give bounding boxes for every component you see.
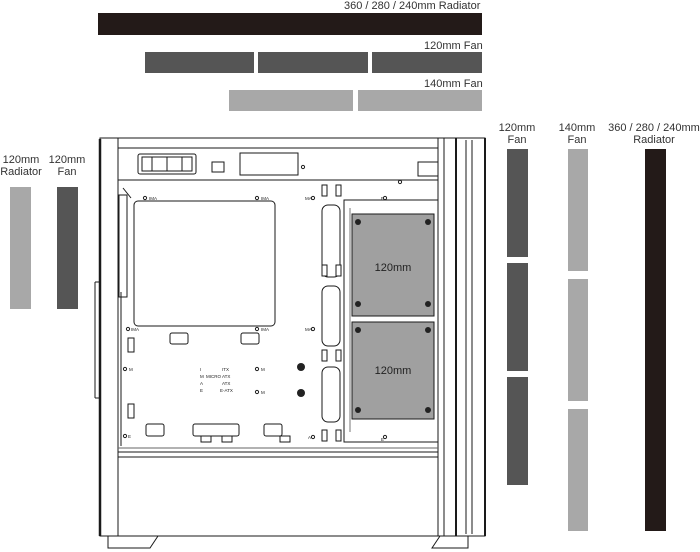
top-fan120-label: 120mm Fan bbox=[424, 40, 483, 52]
form-factor-letter: I bbox=[200, 367, 201, 372]
standoff-label: M bbox=[261, 367, 265, 372]
standoff-label: IMA bbox=[261, 196, 269, 201]
standoff-label: MA bbox=[305, 327, 312, 332]
front-fan-label-1: 120mm bbox=[375, 262, 412, 274]
form-factor-name: E-ATX bbox=[220, 388, 233, 393]
top-fan120-bar-3 bbox=[372, 52, 482, 73]
top-fan140-bar-1 bbox=[229, 90, 353, 111]
standoff-label: IMA bbox=[261, 327, 269, 332]
form-factor-name: MICRO ATX bbox=[206, 374, 230, 379]
top-fan120-bar-2 bbox=[258, 52, 368, 73]
front-fan-box-2 bbox=[351, 321, 435, 420]
form-factor-legend: I M A E ITX MICRO ATX ATX E-ATX bbox=[200, 367, 233, 393]
standoff-label: IMA bbox=[131, 327, 139, 332]
right-fan120-label-line2: Fan bbox=[507, 134, 527, 146]
left-fan-bar bbox=[57, 187, 78, 309]
standoff-label: IMA bbox=[149, 196, 157, 201]
front-fan-label-2: 120mm bbox=[375, 365, 412, 377]
standoff-label: MA bbox=[305, 196, 312, 201]
right-fan140-label-line2: Fan bbox=[567, 134, 587, 146]
top-fan140-label: 140mm Fan bbox=[424, 78, 483, 90]
left-fan-label: 120mm Fan bbox=[46, 154, 88, 178]
form-factor-letter: E bbox=[200, 388, 203, 393]
right-fan140-bar-1 bbox=[568, 149, 588, 271]
standoff-label: E bbox=[381, 437, 384, 442]
standoff-label: E bbox=[128, 434, 131, 439]
standoff-label: A bbox=[308, 435, 311, 440]
left-fan-label-line1: 120mm bbox=[48, 154, 86, 166]
left-radiator-label: 120mm Radiator bbox=[0, 154, 42, 178]
left-radiator-label-line2: Radiator bbox=[0, 166, 42, 178]
right-radiator-bar bbox=[645, 149, 666, 531]
right-radiator-label-line1: 360 / 280 / 240mm bbox=[608, 122, 700, 134]
form-factor-name: ATX bbox=[222, 381, 230, 386]
right-fan120-label-line1: 120mm bbox=[498, 122, 536, 134]
form-factor-name: ITX bbox=[222, 367, 229, 372]
right-fan120-label: 120mm Fan bbox=[496, 122, 538, 146]
right-fan120-bar-2 bbox=[507, 263, 528, 371]
left-radiator-bar bbox=[10, 187, 31, 309]
top-fan140-bar-2 bbox=[358, 90, 482, 111]
right-fan120-bar-3 bbox=[507, 377, 528, 485]
form-factor-letter: M bbox=[200, 374, 204, 379]
top-radiator-label: 360 / 280 / 240mm Radiator bbox=[344, 0, 481, 12]
cpu-cutout bbox=[133, 200, 276, 327]
right-fan140-bar-3 bbox=[568, 409, 588, 531]
standoff-label: E bbox=[381, 196, 384, 201]
front-fan-box-1 bbox=[351, 213, 435, 317]
form-factor-letter: A bbox=[200, 381, 203, 386]
right-radiator-label: 360 / 280 / 240mm Radiator bbox=[604, 122, 700, 146]
right-radiator-label-line2: Radiator bbox=[633, 134, 675, 146]
top-radiator-bar bbox=[98, 13, 482, 35]
right-fan140-label: 140mm Fan bbox=[556, 122, 598, 146]
standoff-label: M bbox=[261, 390, 265, 395]
left-fan-label-line2: Fan bbox=[57, 166, 77, 178]
right-fan140-label-line1: 140mm bbox=[558, 122, 596, 134]
top-fan120-bar-1 bbox=[145, 52, 254, 73]
standoff-label: M bbox=[129, 367, 133, 372]
right-fan120-bar-1 bbox=[507, 149, 528, 257]
left-radiator-label-line1: 120mm bbox=[2, 154, 40, 166]
right-fan140-bar-2 bbox=[568, 279, 588, 401]
